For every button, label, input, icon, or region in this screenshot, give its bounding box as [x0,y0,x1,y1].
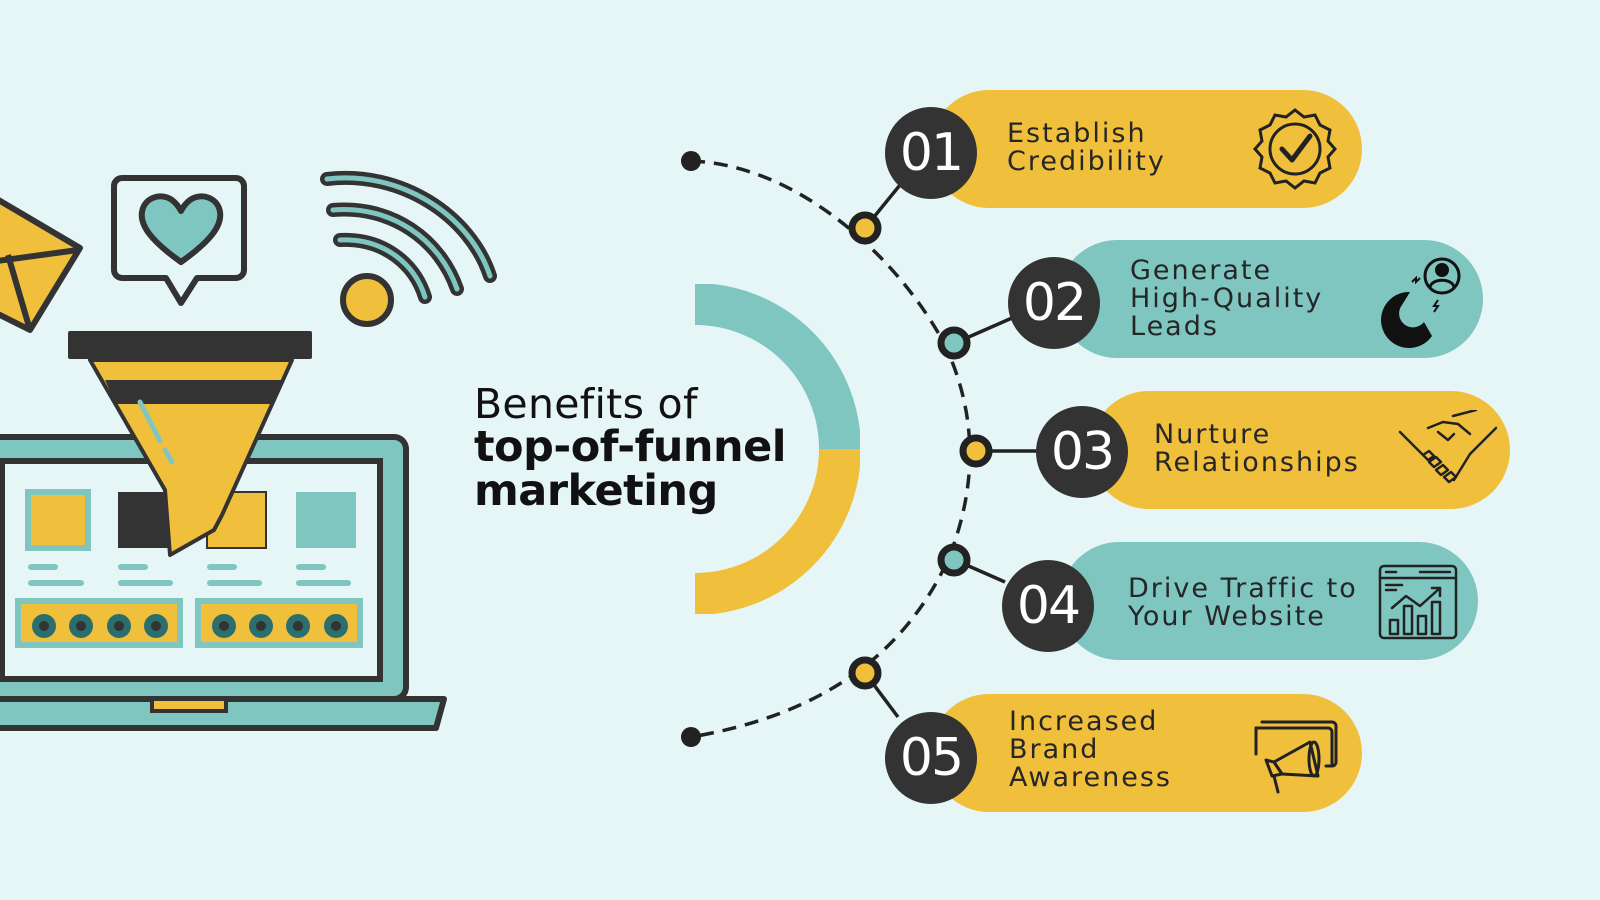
node-01 [848,211,882,245]
title-line-1: Benefits of [474,380,698,428]
node-03 [959,434,993,468]
benefit-03-number: 03 [1036,406,1128,498]
benefit-04-pill [1060,542,1478,660]
handshake-icon [1398,410,1498,484]
title-line-2: top-of-funnel [474,421,787,472]
megaphone-icon [1254,720,1338,794]
wifi-signal-icon [320,170,497,327]
benefit-01-label: Establish Credibility [1007,118,1166,177]
magnet-user-icon [1381,257,1461,348]
benefit-01-pill [930,90,1362,208]
node-05 [848,656,882,690]
title-line-3: marketing [474,465,718,516]
benefit-04-label: Drive Traffic to Your Website [1128,573,1358,632]
badge-check-icon [1253,108,1337,190]
benefit-02-label: Generate High-Quality Leads [1130,255,1324,342]
marketing-illustration [0,170,497,731]
arc-endpoint-bottom [681,727,701,747]
half-ring-decoration [694,284,860,614]
heart-speech-bubble-icon [111,175,247,306]
envelope-icon [0,197,83,333]
benefit-05-number: 05 [885,712,977,804]
arc-endpoint-top [681,151,701,171]
funnel-icon [68,331,312,557]
page-title: Benefits of top-of-funnel marketing [474,380,787,516]
node-04 [937,543,971,577]
benefit-03-label: Nurture Relationships [1154,419,1360,478]
website-analytics-icon [1378,564,1458,640]
benefit-02-number: 02 [1008,257,1100,349]
benefit-03-pill [1090,391,1510,509]
benefit-01-number: 01 [885,107,977,199]
node-02 [937,326,971,360]
benefit-04-number: 04 [1002,560,1094,652]
benefit-05-label: Increased Brand Awareness [1009,706,1172,793]
